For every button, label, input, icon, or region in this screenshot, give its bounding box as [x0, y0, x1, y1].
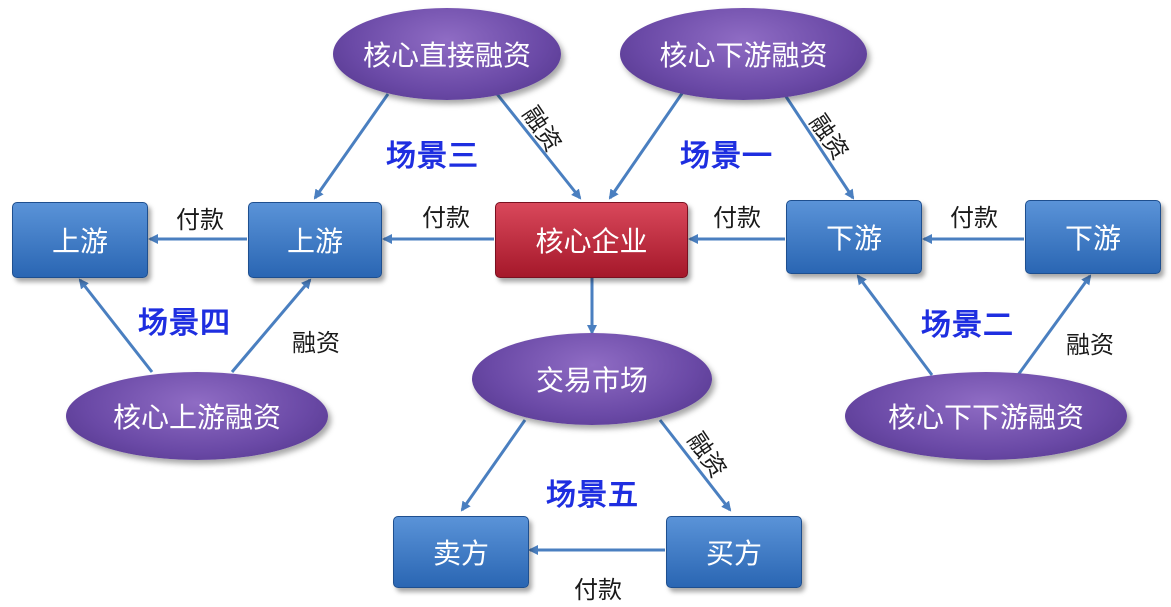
arrow-ddfin-to-downstream — [856, 274, 934, 376]
market-ellipse: 交易市场 — [472, 333, 712, 425]
scene-five-label: 场景五 — [546, 478, 639, 513]
payment-label-downstream-core: 付款 — [713, 204, 761, 232]
financing-label-upstream: 融资 — [292, 329, 340, 357]
payment-label-core-upstream: 付款 — [422, 204, 470, 232]
arrow-upfin-to-upstream-near — [230, 278, 312, 373]
arrow-direct-to-upstream — [313, 93, 390, 200]
downstream-finance-ellipse: 核心下游融资 — [620, 8, 867, 100]
buyer-box: 买方 — [666, 516, 802, 588]
financing-label-down-down: 融资 — [1066, 331, 1114, 359]
scene-two-label: 场景二 — [921, 308, 1014, 343]
seller-box: 卖方 — [393, 516, 529, 588]
upstream-finance-ellipse: 核心上游融资 — [66, 372, 328, 460]
upstream-far-box: 上游 — [12, 202, 148, 278]
arrow-downfin-to-downstream — [781, 91, 855, 200]
arrow-market-to-buyer — [658, 419, 732, 512]
direct-finance-ellipse: 核心直接融资 — [333, 8, 561, 100]
arrow-market-to-seller — [460, 419, 527, 512]
down-down-finance-ellipse: 核心下下游融资 — [845, 372, 1127, 460]
arrow-downfin-to-core — [608, 91, 685, 200]
scene-four-label: 场景四 — [138, 306, 231, 341]
payment-label-market: 付款 — [574, 576, 622, 604]
downstream-near-box: 下游 — [786, 200, 922, 274]
scene-three-label: 场景三 — [386, 139, 479, 174]
upstream-near-box: 上游 — [248, 202, 382, 278]
core-enterprise-box: 核心企业 — [495, 202, 688, 278]
arrow-ddfin-to-downstream-far — [1016, 274, 1092, 376]
payment-label-downstream: 付款 — [950, 204, 998, 232]
scene-one-label: 场景一 — [680, 139, 773, 174]
arrow-upfin-to-upstream-far — [78, 278, 154, 373]
arrow-direct-to-core — [495, 93, 582, 200]
payment-label-upstream: 付款 — [176, 206, 224, 234]
downstream-far-box: 下游 — [1025, 200, 1161, 274]
